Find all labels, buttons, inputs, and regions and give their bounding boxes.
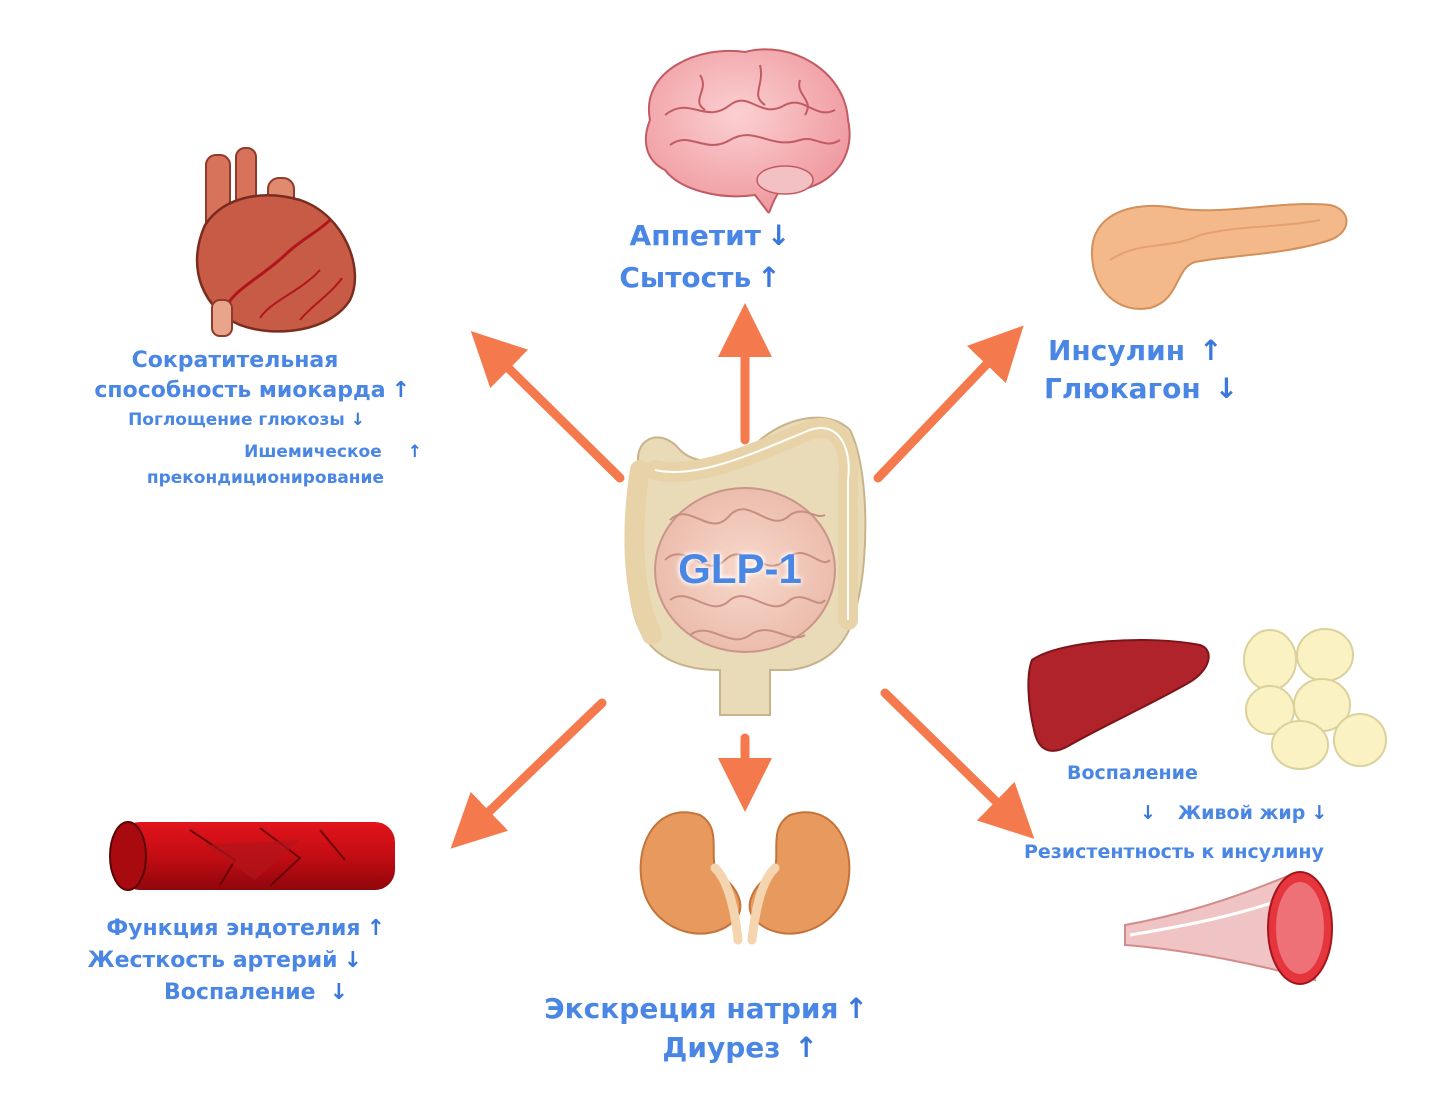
heart-effect-3: Ишемическое↑ xyxy=(244,442,422,462)
glp1-label: GLP-1 xyxy=(678,545,802,592)
brain-effect-1: Аппетит↓ xyxy=(629,219,791,252)
pancreas-effect-1: Инсулин↑ xyxy=(1048,334,1223,367)
heart-icon xyxy=(195,147,357,337)
arrow-to-liver-fat-muscle xyxy=(880,688,1035,839)
blood-vessel-icon xyxy=(109,821,395,891)
effect-arrows xyxy=(450,303,1035,849)
kidney-effect-1: Экскреция натрия↑ xyxy=(544,992,868,1025)
liver-icon xyxy=(1027,639,1210,752)
up-arrow-icon: ↑ xyxy=(757,261,781,294)
intestine-icon xyxy=(624,416,867,716)
pancreas-icon xyxy=(1090,203,1348,310)
liver-effect-1: Воспаление xyxy=(1067,762,1198,784)
down-arrow-icon: ↓ xyxy=(1214,372,1239,405)
down-arrow-icon: ↓ xyxy=(1140,802,1156,824)
heart-effect-1: способность миокарда↑ xyxy=(94,378,410,403)
up-arrow-icon: ↑ xyxy=(794,1031,818,1064)
up-arrow-icon: ↑ xyxy=(391,378,410,403)
fat-cells-icon xyxy=(1243,628,1387,770)
down-arrow-icon: ↓ xyxy=(350,410,365,430)
down-arrow-icon: ↓ xyxy=(343,948,362,973)
kidney-effect-2: Диурез↑ xyxy=(662,1031,818,1064)
vessel-effect-3: Воспаление↓ xyxy=(164,980,348,1005)
down-arrow-icon: ↓ xyxy=(329,980,348,1005)
down-arrow-icon: ↓ xyxy=(766,219,791,252)
fat-effect-1: ↓Живой жир↓ xyxy=(1140,802,1328,824)
pancreas-effect-2: Глюкагон↓ xyxy=(1044,372,1239,405)
up-arrow-icon: ↑ xyxy=(1199,334,1223,367)
down-arrow-icon: ↓ xyxy=(1311,802,1328,824)
arrow-to-heart xyxy=(470,331,625,483)
up-arrow-icon: ↑ xyxy=(366,916,385,941)
kidney-icon xyxy=(639,811,851,945)
heart-effect-line1: Сократительная xyxy=(131,348,339,373)
brain-icon xyxy=(644,48,851,214)
heart-effect-4: прекондиционирование xyxy=(146,468,384,488)
up-arrow-icon: ↑ xyxy=(407,442,422,462)
brain-effect-2: Сытость↑ xyxy=(619,261,781,294)
muscle-icon xyxy=(1124,871,1333,985)
muscle-effect-1: Резистентность к инсулину xyxy=(1024,841,1324,863)
vessel-effect-1: Функция эндотелия↑ xyxy=(106,916,385,941)
up-arrow-icon: ↑ xyxy=(844,992,868,1025)
vessel-effect-2: Жесткость артерий↓ xyxy=(87,948,362,973)
arrow-to-vessel xyxy=(450,698,607,849)
arrow-to-pancreas xyxy=(873,325,1024,483)
heart-effect-2: Поглощение глюкозы↓ xyxy=(128,410,365,430)
